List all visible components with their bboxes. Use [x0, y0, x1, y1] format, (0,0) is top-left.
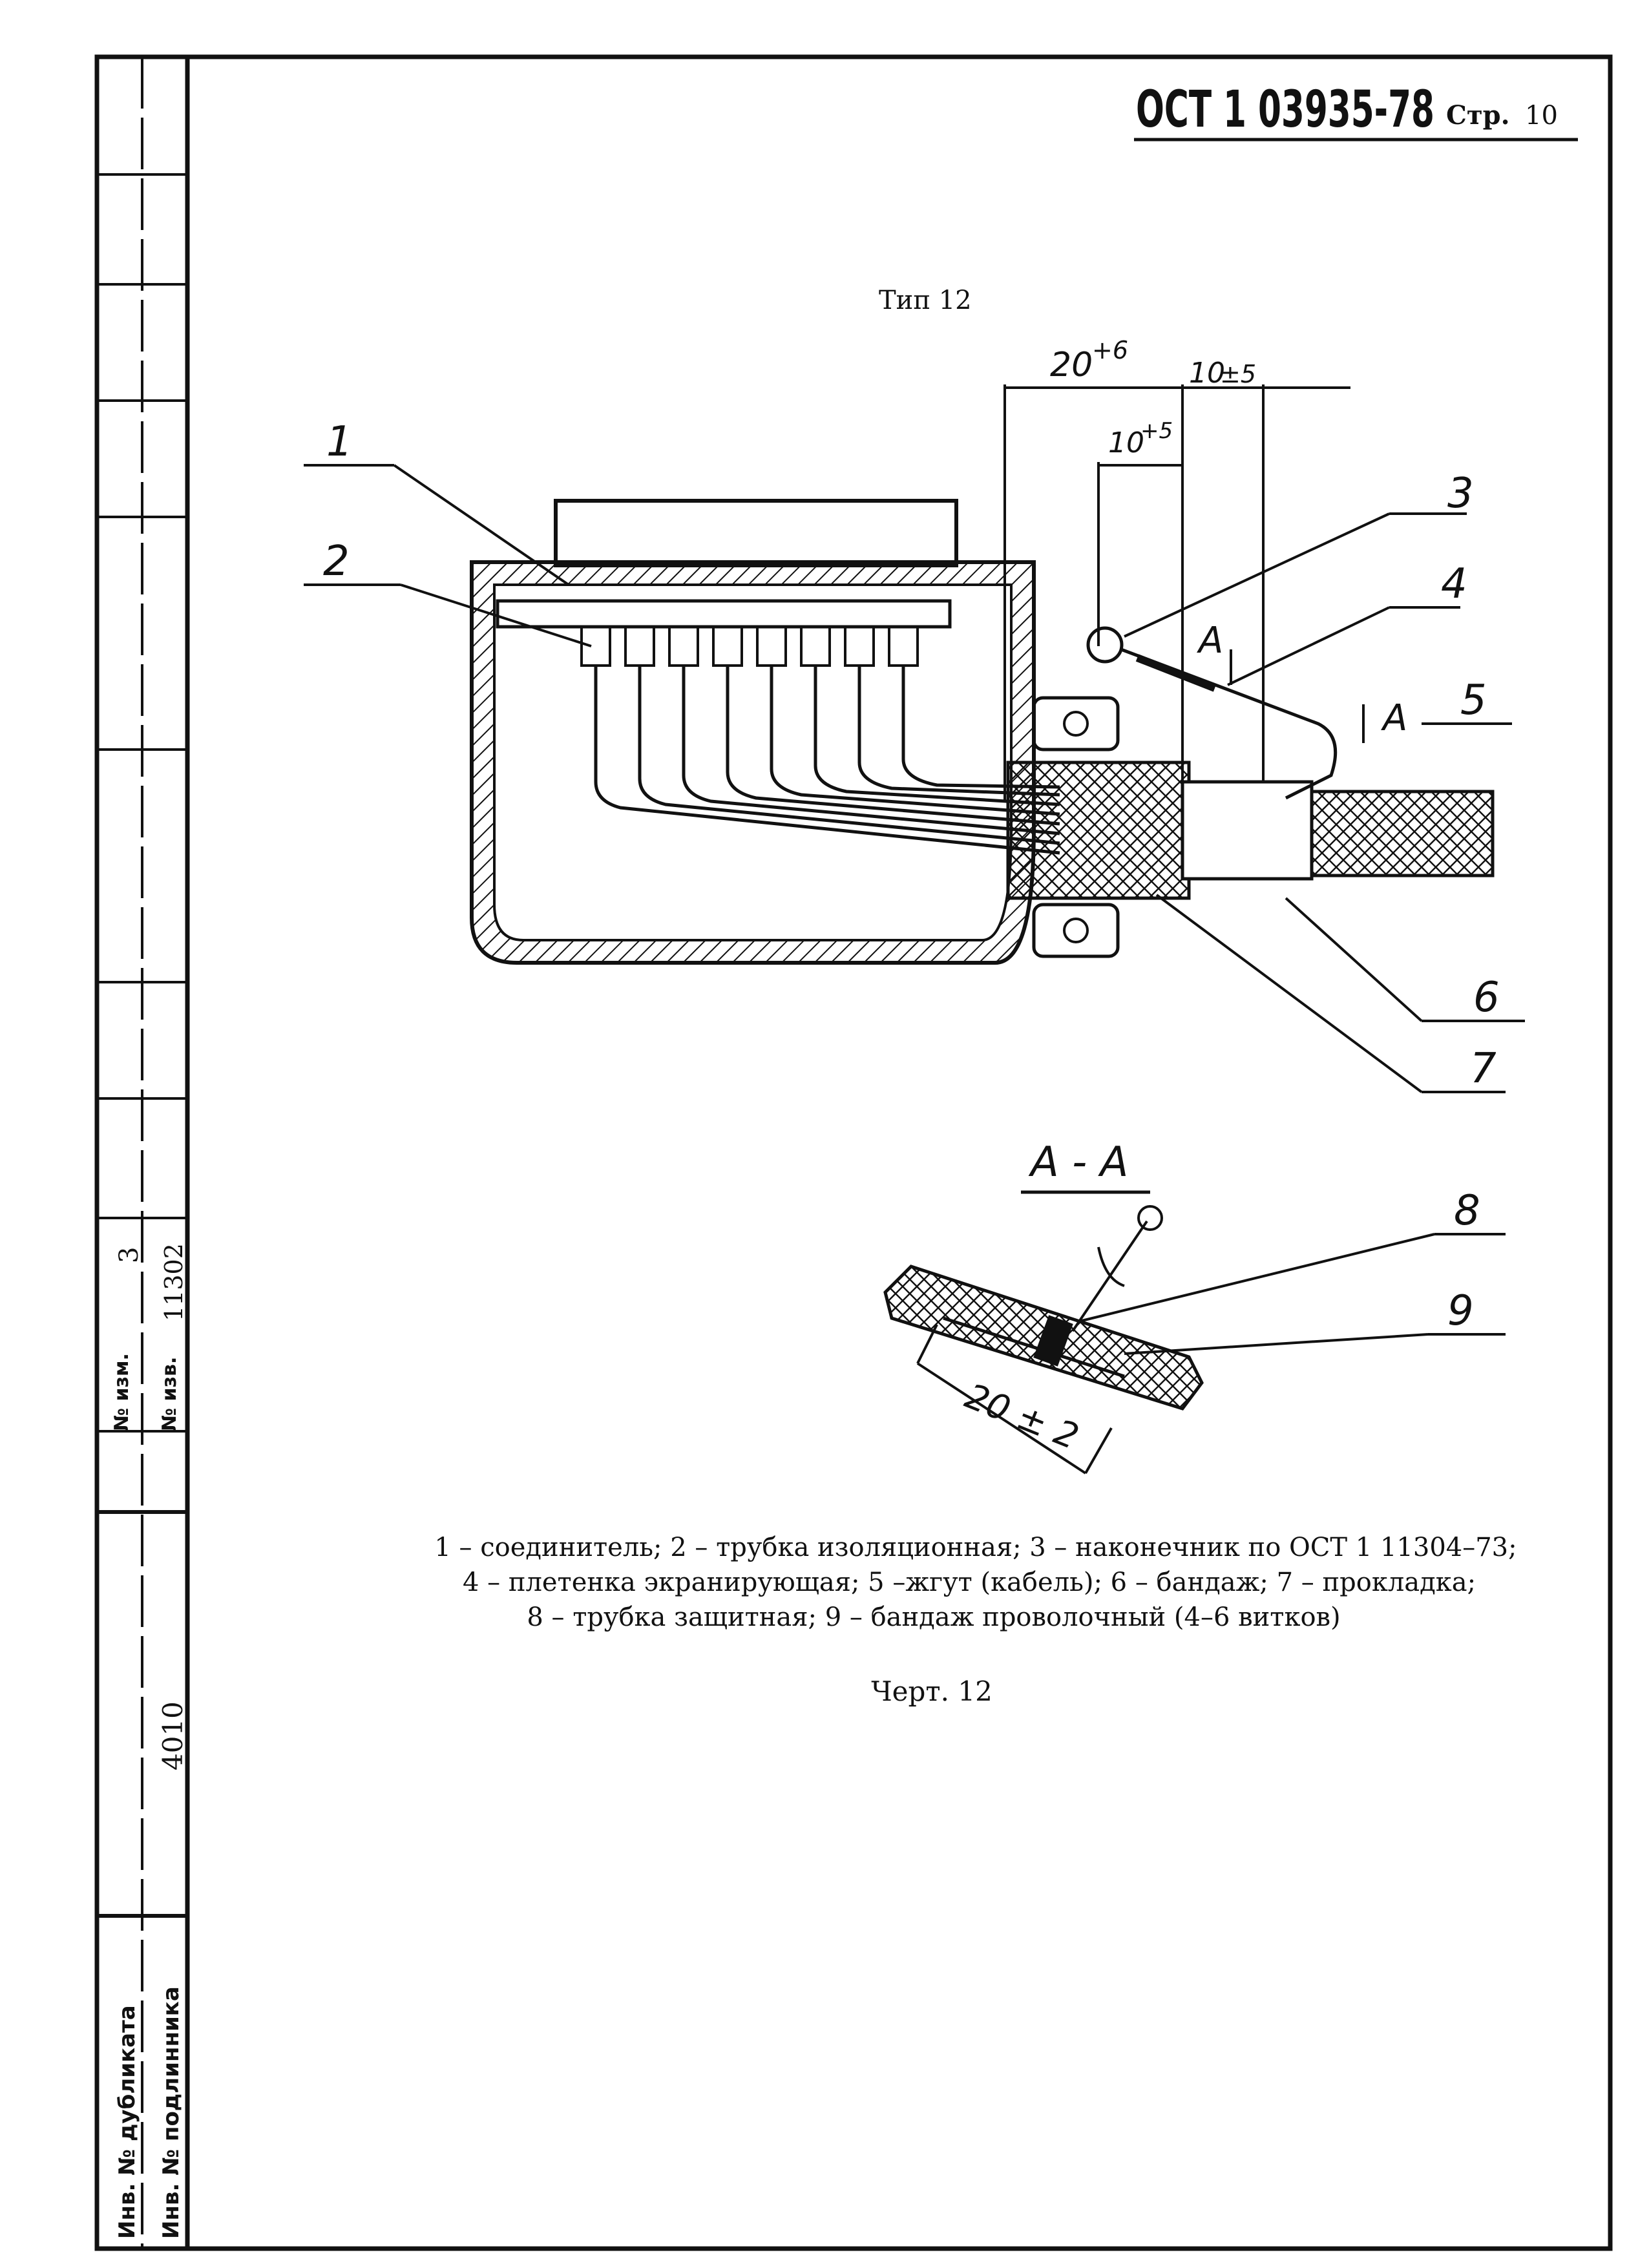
- izm-value: 3: [114, 1247, 144, 1263]
- figure-caption: Черт. 12: [871, 1675, 993, 1707]
- technical-drawing: Тип 12: [304, 286, 1525, 1475]
- connector-top: [554, 499, 958, 567]
- section-mark-left: A: [1197, 620, 1223, 662]
- margin-block: № изм. 3 № изв. 11302 4010 Инв. № дублик…: [110, 1243, 189, 2239]
- izm-label: № изм.: [110, 1353, 133, 1431]
- callout-1: 1: [326, 418, 353, 466]
- dim-20-base: 20: [1050, 346, 1093, 384]
- dim-10b-tol: ±5: [1220, 360, 1256, 388]
- page-number: 10: [1525, 101, 1558, 131]
- drawing-type-label: Тип 12: [879, 286, 972, 315]
- dim-10a-base: 10: [1108, 426, 1144, 459]
- callout-9: 9: [1447, 1287, 1474, 1335]
- section-view: [883, 1205, 1204, 1475]
- lug-ring: [1086, 626, 1124, 664]
- callout-5: 5: [1460, 677, 1487, 724]
- bandage: [1181, 780, 1314, 881]
- dim-10a-tol: +5: [1140, 418, 1173, 444]
- cable-harness: [1310, 790, 1495, 877]
- legend: 1 – соединитель; 2 – трубка изоляционная…: [434, 1533, 1517, 1632]
- callout-2: 2: [323, 538, 350, 585]
- page-frame: [94, 54, 1613, 2251]
- callout-4: 4: [1441, 560, 1467, 608]
- dim-20-tol: +6: [1092, 336, 1128, 364]
- standard-number: ОСТ 1 03935-78: [1136, 81, 1434, 139]
- callout-3: 3: [1447, 470, 1474, 518]
- legend-line-3: 8 – трубка защитная; 9 – бандаж проволоч…: [527, 1602, 1340, 1632]
- cable-shield: [1006, 761, 1191, 900]
- dimension-lines: [1003, 384, 1350, 801]
- page-header: ОСТ 1 03935-78 Стр. 10: [1134, 81, 1578, 142]
- dim-10b-base: 10: [1189, 357, 1225, 390]
- wire-bundle: [594, 666, 1060, 855]
- section-title: A - A: [1028, 1139, 1128, 1186]
- izv-value: 11302: [160, 1243, 188, 1321]
- orig-label: Инв. № подлинника: [158, 1986, 184, 2239]
- callout-8: 8: [1454, 1187, 1480, 1235]
- section-leaders: [1078, 1233, 1506, 1355]
- section-dimension: 20 ± 2: [960, 1376, 1084, 1458]
- callout-7: 7: [1470, 1045, 1497, 1093]
- page-label: Стр.: [1446, 100, 1510, 131]
- izv-label: № изв.: [158, 1357, 181, 1431]
- legend-line-2: 4 – плетенка экранирующая; 5 –жгут (кабе…: [463, 1568, 1476, 1597]
- callout-leaders: [304, 464, 1525, 1093]
- orig-value: 4010: [157, 1701, 189, 1770]
- legend-line-1: 1 – соединитель; 2 – трубка изоляционная…: [434, 1533, 1517, 1562]
- dup-label: Инв. № дубликата: [114, 2005, 140, 2239]
- callout-6: 6: [1473, 974, 1500, 1022]
- section-mark-right: A: [1381, 697, 1407, 739]
